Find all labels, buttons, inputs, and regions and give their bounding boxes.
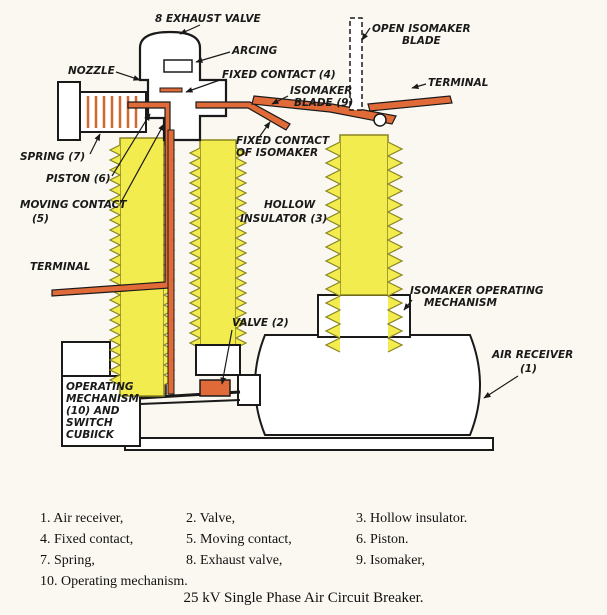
label-group: 8 EXHAUST VALVE OPEN ISOMAKER BLADE ARCI… bbox=[20, 13, 573, 441]
label-hollow-insulator-1: HOLLOW bbox=[264, 199, 316, 211]
label-open-isomaker-1: OPEN ISOMAKER bbox=[372, 23, 471, 35]
label-operating-mechanism-1: OPERATING bbox=[66, 381, 134, 393]
legend-item: 6. Piston. bbox=[356, 532, 409, 547]
open-isomaker-blade bbox=[349, 17, 387, 127]
label-isomaker-mechanism-1: ISOMAKER OPERATING bbox=[410, 285, 544, 297]
label-nozzle: NOZZLE bbox=[68, 65, 116, 77]
circuit-breaker-diagram: 8 EXHAUST VALVE OPEN ISOMAKER BLADE ARCI… bbox=[20, 13, 573, 451]
label-terminal-left: TERMINAL bbox=[30, 261, 90, 273]
legend-row: 1. Air receiver, 2. Valve, 3. Hollow ins… bbox=[40, 508, 580, 529]
figure-caption: 25 kV Single Phase Air Circuit Breaker. bbox=[183, 590, 424, 606]
legend-item: 10. Operating mechanism. bbox=[40, 574, 188, 589]
label-moving-contact-2: (5) bbox=[32, 213, 49, 225]
label-exhaust-valve: 8 EXHAUST VALVE bbox=[155, 13, 261, 25]
label-isomaker-mechanism-2: MECHANISM bbox=[424, 297, 497, 309]
legend: 1. Air receiver, 2. Valve, 3. Hollow ins… bbox=[40, 508, 580, 592]
legend-item: 7. Spring, bbox=[40, 553, 95, 568]
left-insulator bbox=[108, 137, 176, 397]
label-valve: VALVE (2) bbox=[232, 317, 289, 329]
legend-item: 1. Air receiver, bbox=[40, 511, 124, 526]
hollow-insulator bbox=[188, 139, 248, 376]
legend-item: 9. Isomaker, bbox=[356, 553, 426, 568]
legend-item: 2. Valve, bbox=[186, 511, 236, 526]
label-terminal-right: TERMINAL bbox=[428, 77, 488, 89]
label-air-receiver-2: (1) bbox=[520, 363, 537, 375]
legend-item: 5. Moving contact, bbox=[186, 532, 292, 547]
legend-row: 7. Spring, 8. Exhaust valve, 9. Isomaker… bbox=[40, 550, 580, 571]
label-fixed-contact-isomaker-2: OF ISOMAKER bbox=[236, 147, 318, 159]
legend-item: 3. Hollow insulator. bbox=[356, 511, 468, 526]
base-platform bbox=[124, 437, 494, 451]
legend-item: 8. Exhaust valve, bbox=[186, 553, 283, 568]
arc-chamber bbox=[138, 30, 228, 142]
label-isomaker-blade-2: BLADE (9) bbox=[294, 97, 353, 109]
label-spring: SPRING (7) bbox=[20, 151, 85, 163]
label-piston: PISTON (6) bbox=[46, 173, 111, 185]
label-operating-mechanism-4: SWITCH bbox=[66, 417, 113, 429]
label-operating-mechanism-3: (10) AND bbox=[66, 405, 120, 417]
spring-housing bbox=[57, 81, 147, 141]
conductors bbox=[51, 87, 453, 395]
legend-row: 10. Operating mechanism. bbox=[40, 571, 580, 592]
label-isomaker-blade-1: ISOMAKER bbox=[290, 85, 352, 97]
label-fixed-contact: FIXED CONTACT (4) bbox=[222, 69, 336, 81]
label-operating-mechanism-2: MECHANISM bbox=[66, 393, 139, 405]
label-open-isomaker-2: BLADE bbox=[402, 35, 442, 47]
label-fixed-contact-isomaker-1: FIXED CONTACT bbox=[236, 135, 330, 147]
label-moving-contact-1: MOVING CONTACT bbox=[20, 199, 127, 211]
isomaker-insulator bbox=[324, 134, 404, 353]
label-hollow-insulator-2: INSULATOR (3) bbox=[240, 213, 327, 225]
label-arcing: ARCING bbox=[231, 45, 278, 57]
air-receiver-tank bbox=[237, 334, 481, 436]
label-air-receiver-1: AIR RECEIVER bbox=[491, 349, 573, 361]
legend-row: 4. Fixed contact, 5. Moving contact, 6. … bbox=[40, 529, 580, 550]
label-operating-mechanism-5: CUBIICK bbox=[66, 429, 115, 441]
legend-item: 4. Fixed contact, bbox=[40, 532, 134, 547]
